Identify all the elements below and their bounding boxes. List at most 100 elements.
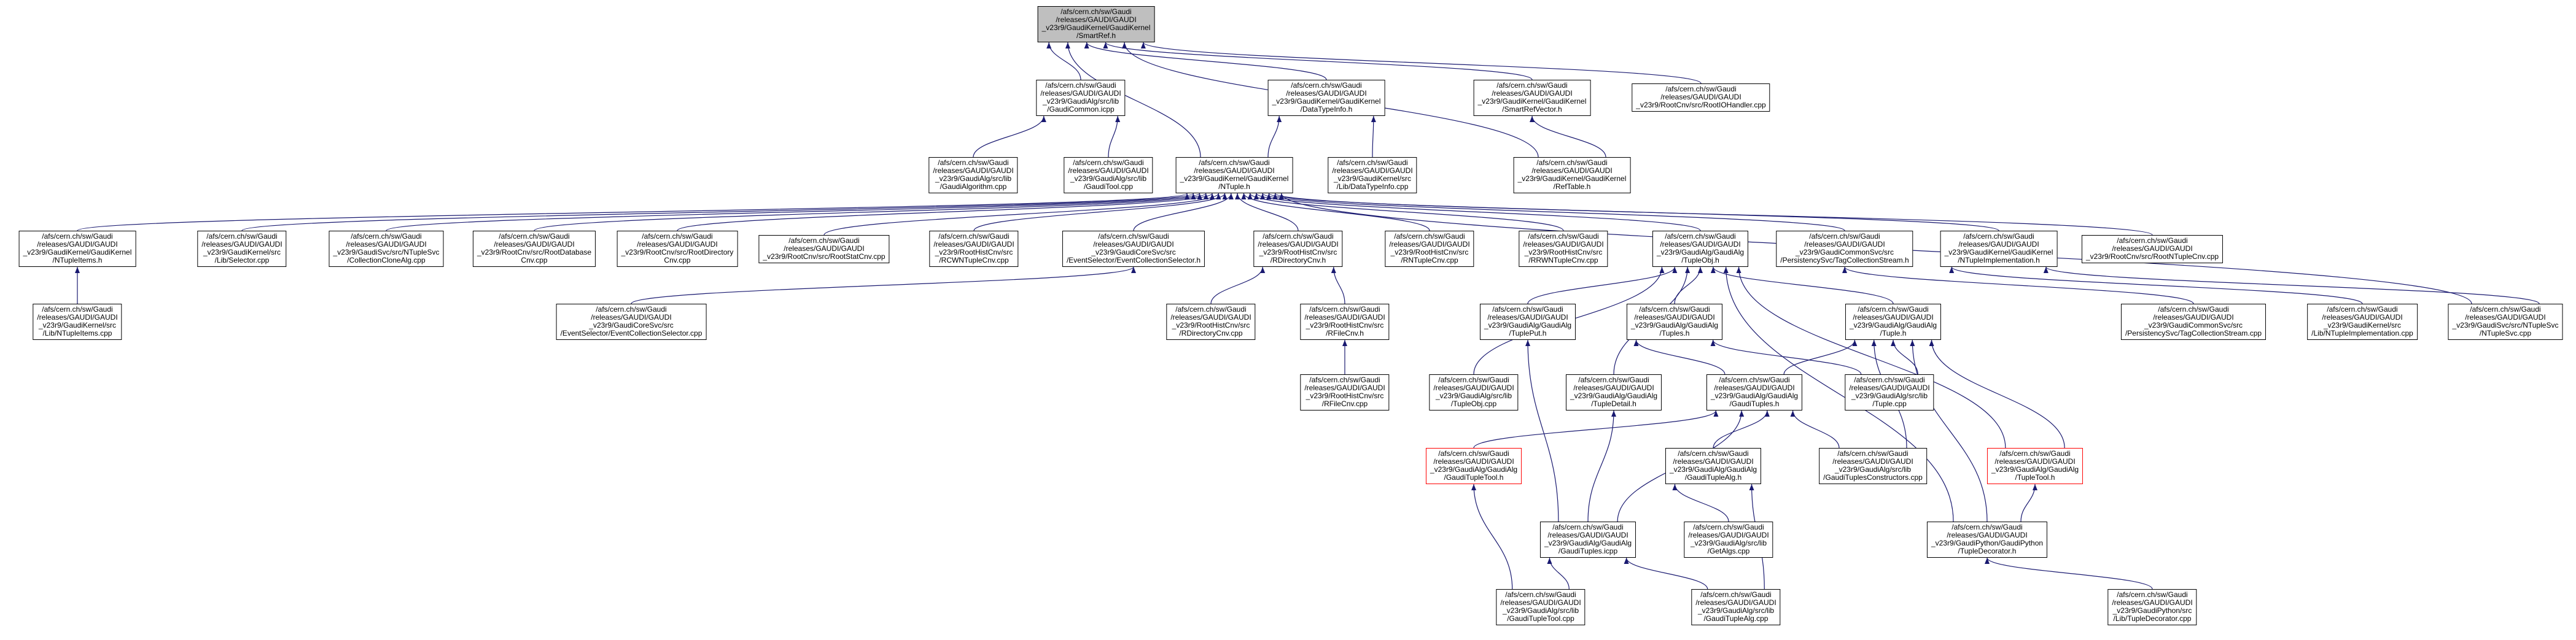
graph-node-gauditool_cpp[interactable]: /afs/cern.ch/sw/Gaudi/releases/GAUDI/GAU… xyxy=(1064,157,1153,193)
graph-node-smartrefvector_h[interactable]: /afs/cern.ch/sw/Gaudi/releases/GAUDI/GAU… xyxy=(1473,80,1591,116)
node-label-line: /GaudiTuplesConstructors.cpp xyxy=(1823,473,1923,482)
graph-node-rdirectorycnv_cpp[interactable]: /afs/cern.ch/sw/Gaudi/releases/GAUDI/GAU… xyxy=(1166,304,1256,340)
node-label-line: _v23r9/GaudiCommonSvc/src xyxy=(2144,321,2243,330)
node-label-line: _v23r9/RootCnv/src/RootIOHandler.cpp xyxy=(1636,101,1766,109)
node-label-line: /afs/cern.ch/sw/Gaudi xyxy=(1854,376,1925,384)
graph-node-getalgs_cpp[interactable]: /afs/cern.ch/sw/Gaudi/releases/GAUDI/GAU… xyxy=(1684,522,1773,558)
node-label-line: /CollectionCloneAlg.cpp xyxy=(347,256,426,264)
node-label-line: /afs/cern.ch/sw/Gaudi xyxy=(1578,376,1649,384)
graph-node-rootstatcnv_cpp[interactable]: /afs/cern.ch/sw/Gaudi/releases/GAUDI/GAU… xyxy=(758,235,890,263)
include-edge-collectioncloneaig_cpp--ntuple_h xyxy=(386,193,1202,231)
include-edge-rootiohandler_cpp--smartref_h xyxy=(1141,42,1702,84)
node-label-line: /releases/GAUDI/GAUDI xyxy=(1093,240,1174,249)
graph-node-libntupleitems_cpp[interactable]: /afs/cern.ch/sw/Gaudi/releases/GAUDI/GAU… xyxy=(33,304,122,340)
include-edge-gauditupletool_cpp--gaudituples_icpp xyxy=(1547,557,1570,590)
graph-node-rootdatabasecnv_cpp[interactable]: /afs/cern.ch/sw/Gaudi/releases/GAUDI/GAU… xyxy=(472,231,596,267)
graph-node-rntuplecnv_cpp[interactable]: /afs/cern.ch/sw/Gaudi/releases/GAUDI/GAU… xyxy=(1385,231,1474,267)
node-label-line: /TupleObj.cpp xyxy=(1450,399,1497,408)
graph-node-tupledecorator_h[interactable]: /afs/cern.ch/sw/Gaudi/releases/GAUDI/GAU… xyxy=(1926,522,2048,558)
graph-node-collectioncloneaig_cpp[interactable]: /afs/cern.ch/sw/Gaudi/releases/GAUDI/GAU… xyxy=(329,231,444,267)
include-edge-gauditupletool_h--gaudituples_h xyxy=(1473,410,1719,449)
graph-node-ntupleitems_h[interactable]: /afs/cern.ch/sw/Gaudi/releases/GAUDI/GAU… xyxy=(18,231,136,267)
graph-node-tupleput_h[interactable]: /afs/cern.ch/sw/Gaudi/releases/GAUDI/GAU… xyxy=(1479,304,1576,340)
graph-node-rootntuplecnv_cpp[interactable]: /afs/cern.ch/sw/Gaudi/releases/GAUDI/GAU… xyxy=(2081,235,2224,263)
node-label-line: _v23r9/GaudiKernel/src xyxy=(38,321,117,330)
node-label-line: /releases/GAUDI/GAUDI xyxy=(1958,240,2039,249)
node-label-line: /releases/GAUDI/GAUDI xyxy=(2465,313,2546,322)
graph-node-ntuple_h[interactable]: /afs/cern.ch/sw/Gaudi/releases/GAUDI/GAU… xyxy=(1175,157,1293,193)
graph-node-tupleobj_cpp[interactable]: /afs/cern.ch/sw/Gaudi/releases/GAUDI/GAU… xyxy=(1429,374,1519,411)
graph-node-libntupleimplementation_cpp[interactable]: /afs/cern.ch/sw/Gaudi/releases/GAUDI/GAU… xyxy=(2307,304,2418,340)
include-edge-smartrefvector_h--smartref_h xyxy=(1103,42,1533,80)
node-label-line: _v23r9/GaudiAlg/src/lib xyxy=(935,174,1012,183)
node-label-line: /releases/GAUDI/GAUDI xyxy=(1040,89,1121,98)
node-label-line: /TuplePut.h xyxy=(1509,329,1547,337)
graph-node-gaudituples_icpp[interactable]: /afs/cern.ch/sw/Gaudi/releases/GAUDI/GAU… xyxy=(1539,522,1636,558)
graph-node-gaudituplealg_cpp[interactable]: /afs/cern.ch/sw/Gaudi/releases/GAUDI/GAU… xyxy=(1691,589,1781,625)
graph-node-smartref_h[interactable]: /afs/cern.ch/sw/Gaudi/releases/GAUDI/GAU… xyxy=(1037,6,1155,42)
graph-node-libdatatypeinfo_cpp[interactable]: /afs/cern.ch/sw/Gaudi/releases/GAUDI/GAU… xyxy=(1328,157,1417,193)
node-label-line: /afs/cern.ch/sw/Gaudi xyxy=(1639,305,1710,314)
node-label-line: _v23r9/RootHistCnv/src xyxy=(1306,321,1384,330)
node-label-line: /releases/GAUDI/GAUDI xyxy=(933,166,1014,175)
node-label-line: _v23r9/GaudiAlg/GaudiAlg xyxy=(1430,465,1518,474)
graph-node-datatypeinfo_h[interactable]: /afs/cern.ch/sw/Gaudi/releases/GAUDI/GAU… xyxy=(1267,80,1385,116)
graph-node-ntupleimplementation_h[interactable]: /afs/cern.ch/sw/Gaudi/releases/GAUDI/GAU… xyxy=(1940,231,2058,267)
graph-node-libtupledecorator_cpp[interactable]: /afs/cern.ch/sw/Gaudi/releases/GAUDI/GAU… xyxy=(2107,589,2197,625)
include-edge-reftable_h--smartrefvector_h xyxy=(1530,115,1606,158)
node-label-line: /GaudiTuples.h xyxy=(1729,399,1780,408)
graph-node-tupletool_h[interactable]: /afs/cern.ch/sw/Gaudi/releases/GAUDI/GAU… xyxy=(1986,448,2084,484)
node-label-line: /RDirectoryCnv.cpp xyxy=(1179,329,1243,337)
graph-node-tagcollectionstream_cpp[interactable]: /afs/cern.ch/sw/Gaudi/releases/GAUDI/GAU… xyxy=(2120,304,2267,340)
graph-node-rfilecnv_cpp[interactable]: /afs/cern.ch/sw/Gaudi/releases/GAUDI/GAU… xyxy=(1300,374,1390,411)
node-label-line: /afs/cern.ch/sw/Gaudi xyxy=(1837,449,1909,458)
graph-node-gaudicommon_icpp[interactable]: /afs/cern.ch/sw/Gaudi/releases/GAUDI/GAU… xyxy=(1036,80,1126,116)
include-edge-gaudituplealg_h--gaudituples_h xyxy=(1713,410,1770,449)
node-label-line: _v23r9/GaudiAlg/GaudiAlg xyxy=(1710,391,1799,400)
node-label-line: /afs/cern.ch/sw/Gaudi xyxy=(596,305,667,314)
graph-node-gaudituples_h[interactable]: /afs/cern.ch/sw/Gaudi/releases/GAUDI/GAU… xyxy=(1706,374,1803,411)
node-label-line: _v23r9/RootHistCnv/src xyxy=(935,248,1013,256)
node-label-line: /afs/cern.ch/sw/Gaudi xyxy=(1963,232,2034,241)
graph-node-gaudituplesconstructors_cpp[interactable]: /afs/cern.ch/sw/Gaudi/releases/GAUDI/GAU… xyxy=(1819,448,1927,484)
graph-node-rrwntuplecnv_cpp[interactable]: /afs/cern.ch/sw/Gaudi/releases/GAUDI/GAU… xyxy=(1519,231,1608,267)
node-label-line: /GaudiTool.cpp xyxy=(1083,182,1134,191)
node-label-line: /afs/cern.ch/sw/Gaudi xyxy=(2327,305,2398,314)
graph-node-gaudialgorithm_cpp[interactable]: /afs/cern.ch/sw/Gaudi/releases/GAUDI/GAU… xyxy=(928,157,1018,193)
node-label-line: /PersistencySvc/TagCollectionStream.cpp xyxy=(2125,329,2262,337)
node-label-line: /releases/GAUDI/GAUDI xyxy=(1673,457,1754,466)
graph-node-eventcollectionselector_h[interactable]: /afs/cern.ch/sw/Gaudi/releases/GAUDI/GAU… xyxy=(1062,231,1205,267)
graph-node-rfilecnv_h[interactable]: /afs/cern.ch/sw/Gaudi/releases/GAUDI/GAU… xyxy=(1300,304,1390,340)
node-label-line: /afs/cern.ch/sw/Gaudi xyxy=(1438,376,1509,384)
node-label-line: /releases/GAUDI/GAUDI xyxy=(2153,313,2234,322)
include-edge-tuples_h--tupleobj_h xyxy=(1674,266,1703,304)
node-label-line: /releases/GAUDI/GAUDI xyxy=(1433,384,1514,392)
graph-node-gauditupletool_cpp[interactable]: /afs/cern.ch/sw/Gaudi/releases/GAUDI/GAU… xyxy=(1496,589,1586,625)
graph-node-rcwntuplecnv_cpp[interactable]: /afs/cern.ch/sw/Gaudi/releases/GAUDI/GAU… xyxy=(929,231,1019,267)
graph-node-ntuplesvc_cpp[interactable]: /afs/cern.ch/sw/Gaudi/releases/GAUDI/GAU… xyxy=(2448,304,2563,340)
graph-node-tuple_h[interactable]: /afs/cern.ch/sw/Gaudi/releases/GAUDI/GAU… xyxy=(1845,304,1942,340)
graph-node-libselector_cpp[interactable]: /afs/cern.ch/sw/Gaudi/releases/GAUDI/GAU… xyxy=(197,231,287,267)
graph-node-rootiohandler_cpp[interactable]: /afs/cern.ch/sw/Gaudi/releases/GAUDI/GAU… xyxy=(1632,83,1770,112)
graph-node-tupleobj_h[interactable]: /afs/cern.ch/sw/Gaudi/releases/GAUDI/GAU… xyxy=(1652,231,1749,267)
graph-node-tuples_h[interactable]: /afs/cern.ch/sw/Gaudi/releases/GAUDI/GAU… xyxy=(1626,304,1723,340)
graph-node-gaudituplealg_h[interactable]: /afs/cern.ch/sw/Gaudi/releases/GAUDI/GAU… xyxy=(1665,448,1762,484)
graph-node-tupledetail_h[interactable]: /afs/cern.ch/sw/Gaudi/releases/GAUDI/GAU… xyxy=(1565,374,1662,411)
graph-node-eventcollectionselector_cpp[interactable]: /afs/cern.ch/sw/Gaudi/releases/GAUDI/GAU… xyxy=(556,304,707,340)
node-label-line: _v23r9/GaudiAlg/GaudiAlg xyxy=(1849,321,1937,330)
node-label-line: _v23r9/RootCnv/src/RootDatabase xyxy=(477,248,592,256)
graph-node-tagcollectionstream_h[interactable]: /afs/cern.ch/sw/Gaudi/releases/GAUDI/GAU… xyxy=(1776,231,1913,267)
include-edge-rootstatcnv_cpp--ntuple_h xyxy=(823,193,1221,236)
graph-node-rdirectorycnv_h[interactable]: /afs/cern.ch/sw/Gaudi/releases/GAUDI/GAU… xyxy=(1253,231,1343,267)
graph-node-reftable_h[interactable]: /afs/cern.ch/sw/Gaudi/releases/GAUDI/GAU… xyxy=(1513,157,1631,193)
node-label-line: /PersistencySvc/TagCollectionStream.h xyxy=(1780,256,1909,264)
graph-node-tuple_cpp[interactable]: /afs/cern.ch/sw/Gaudi/releases/GAUDI/GAU… xyxy=(1845,374,1934,411)
node-label-line: /Lib/Selector.cpp xyxy=(214,256,270,264)
node-label-line: _v23r9/GaudiCommonSvc/src xyxy=(1795,248,1894,256)
node-label-line: /releases/GAUDI/GAUDI xyxy=(933,240,1014,249)
include-edge-rootdatabasecnv_cpp--ntuple_h xyxy=(534,193,1208,231)
graph-node-rootdirectorycnv_cpp[interactable]: /afs/cern.ch/sw/Gaudi/releases/GAUDI/GAU… xyxy=(617,231,738,267)
graph-node-gauditupletool_h[interactable]: /afs/cern.ch/sw/Gaudi/releases/GAUDI/GAU… xyxy=(1425,448,1522,484)
